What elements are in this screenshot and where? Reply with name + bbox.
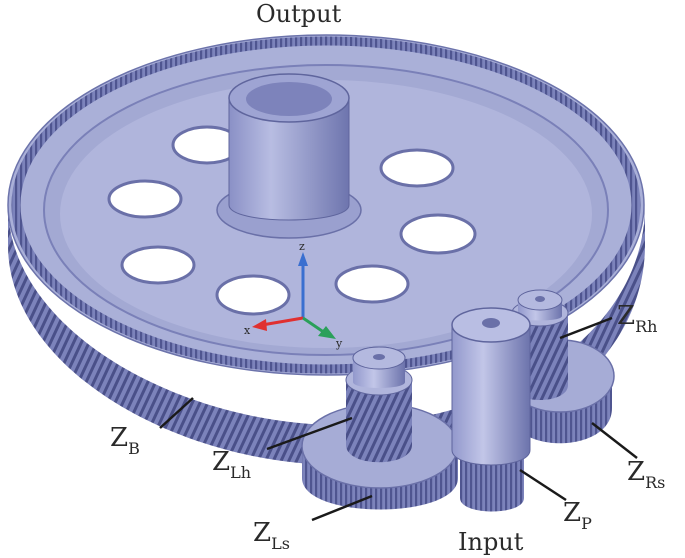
y-axis-arrow <box>318 326 336 339</box>
zp-leader <box>519 468 567 502</box>
zlh-leader <box>266 416 353 451</box>
hole <box>215 274 291 316</box>
input-shaft-body <box>451 324 531 466</box>
x-axis-arrow <box>252 319 267 331</box>
z-axis-label: z <box>299 240 305 253</box>
hole <box>107 179 183 219</box>
x-axis-line <box>261 316 304 327</box>
input-shaft <box>451 307 531 512</box>
hole <box>399 213 477 255</box>
hole <box>379 148 455 188</box>
zls-label: ZLs <box>253 518 290 553</box>
zb-leader <box>159 397 194 429</box>
zrh-shaft-bore <box>535 296 545 302</box>
big-gear <box>7 34 645 465</box>
hole <box>120 245 196 285</box>
input-shaft-bore <box>482 318 500 328</box>
leader-lines <box>159 316 638 522</box>
left-gear-pair <box>301 346 459 510</box>
output-label: Output <box>256 0 342 28</box>
y-axis-label: y <box>335 337 343 350</box>
zlh-pinion <box>346 380 412 463</box>
zls-leader <box>311 494 373 522</box>
output-hub-bore <box>246 82 332 116</box>
coordinate-triad: z x y <box>244 240 343 350</box>
zrs-label: ZRs <box>627 457 665 492</box>
zrh-leader <box>559 316 613 340</box>
input-label: Input <box>458 528 524 556</box>
y-axis-line <box>302 316 326 335</box>
zlh-label: ZLh <box>212 447 251 482</box>
gear-holes <box>107 125 477 316</box>
output-hub <box>228 97 350 221</box>
zlh-shaft-bore <box>373 354 385 360</box>
zb-label: ZB <box>110 423 140 458</box>
z-axis-arrow <box>298 252 308 266</box>
hole <box>334 264 410 304</box>
zp-label: ZP <box>563 498 592 533</box>
zrh-label: ZRh <box>617 301 657 336</box>
x-axis-label: x <box>244 324 251 337</box>
zrs-leader <box>591 422 638 459</box>
big-gear-tooth-ring <box>11 36 641 374</box>
